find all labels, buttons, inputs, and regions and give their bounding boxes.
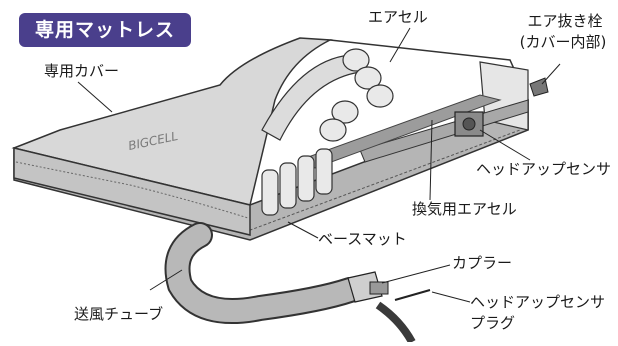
label-coupler: カプラー [452, 254, 513, 272]
coupler-latch [369, 281, 389, 295]
sensor-plug-pin [394, 289, 431, 301]
tube-shape [166, 224, 361, 322]
label-air-plug-line2: (カバー内部) [519, 33, 607, 51]
leader-lines [77, 27, 561, 303]
leader-headup-sensor [479, 129, 531, 161]
headup-sensor-knob [462, 117, 476, 131]
label-air-plug-line1: エア抜き栓 [527, 12, 603, 30]
label-headup-sensor: ヘッドアップセンサ [476, 160, 612, 178]
leader-ventilation-cell [429, 119, 433, 201]
label-air-cell: エアセル [368, 8, 428, 26]
leader-sensor-plug [431, 291, 471, 303]
leader-tube [149, 269, 183, 291]
leader-air-plug [541, 63, 561, 85]
label-ventilation-cell: 換気用エアセル [412, 200, 517, 218]
air-cell-end [319, 118, 347, 142]
leader-base-mat [287, 221, 319, 239]
label-sensor-plug-line2: プラグ [470, 314, 516, 332]
label-tube: 送風チューブ [74, 305, 164, 323]
air-cell-end [342, 48, 370, 72]
cover-zipper [15, 161, 249, 219]
leader-air-cell [389, 27, 411, 63]
cover-shape [11, 37, 333, 206]
air-cell [279, 162, 297, 209]
label-cover: 専用カバー [44, 62, 120, 80]
label-base-mat: ベースマット [318, 230, 407, 248]
cover-side-shape [13, 147, 251, 236]
sensor-cable [375, 301, 416, 344]
label-sensor-plug-line1: ヘッドアップセンサ [470, 293, 606, 311]
air-cell-end [331, 100, 359, 124]
leader-cover [77, 81, 113, 113]
air-cell [315, 148, 333, 195]
air-cells [261, 48, 394, 216]
air-cell-end [354, 66, 382, 90]
page-title: 専用マットレス [19, 13, 191, 47]
air-cell [261, 169, 279, 216]
leader-coupler [381, 264, 451, 284]
air-cell [297, 155, 315, 202]
air-cell-end [366, 84, 394, 108]
